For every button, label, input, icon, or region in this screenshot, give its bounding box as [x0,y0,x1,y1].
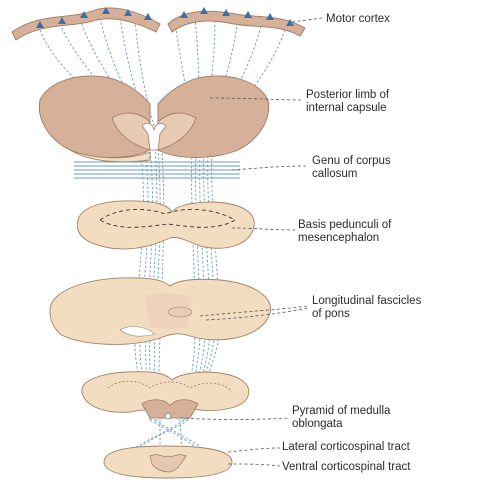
label-longitudinal-fascicles-line1: Longitudinal fascicles [312,295,422,307]
label-longitudinal-fascicles-line2: of pons [312,308,350,320]
medulla-section [82,372,249,419]
pons-section [50,278,271,345]
spinal-cord-section [104,446,232,478]
motor-cortex-gyri [12,7,305,40]
label-posterior-limb-line2: internal capsule [306,102,387,114]
label-genu-line1: Genu of corpus [312,155,391,167]
label-pyramid-line2: oblongata [292,418,343,430]
label-lateral-corticospinal-tract: Lateral corticospinal tract [282,441,411,453]
labels: Motor cortex Posterior limb of internal … [282,13,422,473]
label-basis-pedunculi-line2: mesencephalon [298,232,379,244]
label-pyramid-line1: Pyramid of medulla [292,405,391,417]
label-genu-line2: callosum [312,168,357,180]
label-motor-cortex: Motor cortex [326,13,390,25]
mesencephalon-section [77,201,254,249]
genu-band [74,162,240,178]
label-ventral-corticospinal-tract: Ventral corticospinal tract [282,461,411,473]
label-posterior-limb-line1: Posterior limb of [306,89,390,101]
label-basis-pedunculi-line1: Basis pedunculi of [298,219,392,231]
cerebral-section [39,76,268,162]
